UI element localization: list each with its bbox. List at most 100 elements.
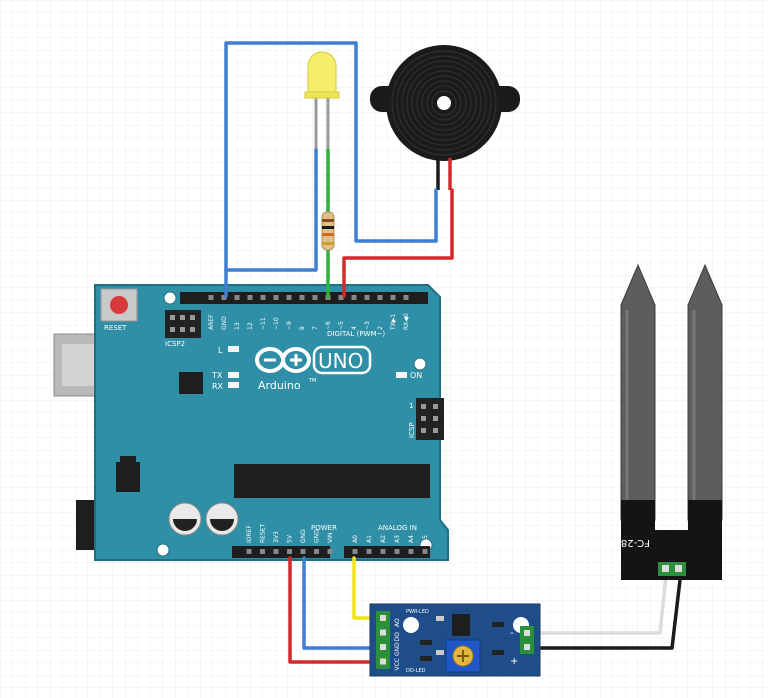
module-left-pins — [380, 615, 386, 665]
icsp2-header — [165, 310, 201, 338]
pwr-led — [436, 616, 444, 621]
digital-pin-label: ~6 — [325, 321, 332, 330]
analog-pin-holes — [352, 549, 428, 554]
resistor-band — [322, 219, 334, 222]
buzzer-ring — [411, 70, 477, 136]
usb-chip — [179, 372, 203, 394]
probe-head — [621, 500, 722, 580]
power-pin-label: IOREF — [246, 525, 253, 543]
potentiometer[interactable] — [445, 639, 481, 673]
analog-pin-label: A5 — [422, 535, 429, 543]
led — [304, 51, 340, 150]
digital-pin-hole[interactable] — [351, 295, 357, 300]
analog-pin-hole[interactable] — [352, 549, 358, 554]
module-left-pin[interactable] — [380, 615, 386, 621]
module-header-right — [520, 626, 534, 654]
capacitor — [205, 502, 239, 536]
icsp-label: ICSP — [408, 422, 416, 438]
digital-pin-label: 8 — [299, 326, 306, 330]
icsp-header — [416, 398, 444, 440]
buzzer-rings — [391, 50, 497, 156]
digital-pin-hole[interactable] — [390, 295, 396, 300]
digital-pin-hole[interactable] — [286, 295, 292, 300]
plus-icon — [290, 354, 302, 366]
power-pin-hole[interactable] — [273, 549, 279, 554]
module-header-left — [376, 611, 390, 669]
digital-pin-hole[interactable] — [377, 295, 383, 300]
wire-vcc-red — [288, 556, 388, 664]
power-label: POWER — [311, 524, 337, 532]
infinity-logo-icon — [255, 347, 311, 373]
power-pin-hole[interactable] — [327, 549, 333, 554]
digital-label: DIGITAL (PWM~) — [327, 330, 385, 338]
analog-pin-label: A0 — [352, 535, 359, 543]
resistor — [321, 211, 335, 251]
do-led — [436, 650, 444, 655]
digital-pin-label: ~3 — [364, 321, 371, 330]
led-tx — [228, 372, 239, 378]
analog-pin-hole[interactable] — [380, 549, 386, 554]
icsp2-label: ICSP2 — [165, 340, 185, 348]
digital-pin-hole[interactable] — [234, 295, 240, 300]
digital-pin-hole[interactable] — [208, 295, 214, 300]
power-pin-hole[interactable] — [314, 549, 319, 554]
power-pin-hole[interactable] — [300, 549, 306, 554]
led-l — [228, 346, 239, 352]
on-label: ON — [410, 371, 422, 380]
wire-gnd-blue-top — [224, 41, 438, 272]
buzzer-ring — [391, 50, 497, 156]
reset-button[interactable] — [110, 296, 128, 314]
digital-pin-hole[interactable] — [247, 295, 253, 300]
digital-pin-hole[interactable] — [338, 295, 344, 300]
voltage-regulator — [116, 456, 140, 492]
digital-pin-hole[interactable] — [299, 295, 305, 300]
do-led-label: DO-LED — [406, 668, 426, 674]
potentiometer-slot-icon — [457, 650, 469, 662]
led-rim — [304, 91, 340, 99]
led-rx-label: RX — [212, 382, 224, 391]
buzzer-hole — [437, 96, 451, 110]
led-rx — [228, 382, 239, 388]
digital-pin-hole[interactable] — [312, 295, 318, 300]
buzzer-ring — [416, 75, 472, 131]
digital-pin-hole[interactable] — [273, 295, 279, 300]
digital-pin-hole[interactable] — [403, 295, 409, 300]
led-bulb — [307, 51, 337, 97]
analog-pin-hole[interactable] — [408, 549, 414, 554]
analog-pin-hole[interactable] — [422, 549, 428, 554]
digital-pin-label: ~5 — [338, 321, 345, 330]
digital-pin-hole[interactable] — [221, 295, 227, 300]
power-pin-hole[interactable] — [260, 549, 265, 554]
digital-pin-label: ~9 — [286, 321, 293, 330]
soil-moisture-probe: FC-28 — [620, 263, 723, 580]
digital-pin-label: GND — [221, 316, 228, 330]
buzzer-ring — [396, 55, 492, 151]
analog-pin-hole[interactable] — [394, 549, 400, 554]
module-plus-label: + — [510, 656, 518, 667]
wire-buzzer-red — [342, 188, 454, 298]
resistor-band — [322, 233, 334, 236]
uno-label: UNO — [318, 349, 363, 373]
module-minus-label: - — [510, 628, 514, 639]
smd-resistor — [492, 622, 504, 627]
digital-pin-holes — [208, 295, 409, 300]
digital-pin-hole[interactable] — [260, 295, 266, 300]
module-left-pin[interactable] — [380, 658, 386, 665]
analog-pin-label: A1 — [366, 535, 373, 543]
power-pin-hole[interactable] — [287, 549, 292, 554]
mounting-hole — [413, 357, 427, 371]
digital-pin-hole[interactable] — [364, 295, 370, 300]
power-pin-holes — [246, 549, 333, 554]
module-left-pin[interactable] — [380, 629, 386, 636]
pwr-led-label: PWR-LED — [406, 609, 429, 615]
atmega-chip — [234, 464, 430, 498]
led-l-label: L — [218, 346, 223, 355]
buzzer-ring — [426, 85, 462, 121]
smd-resistor — [492, 650, 504, 655]
power-pin-hole[interactable] — [246, 549, 252, 554]
module-left-pin[interactable] — [380, 644, 386, 650]
analog-pin-hole[interactable] — [366, 549, 372, 554]
